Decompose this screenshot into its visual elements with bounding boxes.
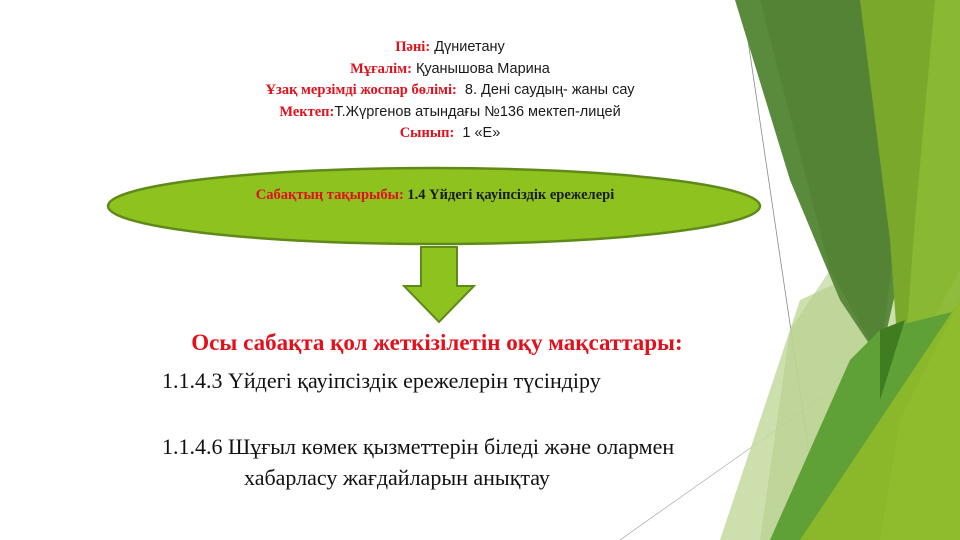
dark-wedge bbox=[880, 320, 905, 400]
lime-facet-bottom-2 bbox=[880, 300, 960, 540]
goal-item-2-line-1: 1.1.4.6 Шұғыл көмек қызметтерін біледі ж… bbox=[162, 434, 675, 459]
plan-value: 8. Дені саудың- жаны сау bbox=[456, 82, 635, 98]
teacher-value: Қуанышова Марина bbox=[411, 60, 550, 77]
subject-value: Дүниетану bbox=[430, 39, 505, 55]
plan-line: Ұзақ мерзімді жоспар бөлімі: 8. Дені сау… bbox=[150, 80, 750, 102]
school-label: Мектеп: bbox=[279, 103, 335, 120]
class-value: 1 «Е» bbox=[454, 125, 501, 141]
subject-label: Пәні: bbox=[395, 39, 431, 55]
subject-line: Пәні: Дүниетану bbox=[150, 37, 750, 59]
down-arrow-icon bbox=[402, 246, 476, 324]
dark-facet-2 bbox=[760, 0, 900, 360]
goal-item-2-line-2: хабарласу жағдайларын анықтау bbox=[244, 465, 550, 490]
school-value: Т.Жүргенов атындағы №136 мектеп-лицей bbox=[334, 103, 621, 120]
topic-ellipse bbox=[106, 166, 762, 246]
teacher-line: Мұғалім: Қуанышова Марина bbox=[150, 59, 750, 81]
topic-label: Сабақтың тақырыбы: bbox=[255, 187, 404, 203]
goal-item-1: 1.1.4.3 Үйдегі қауіпсіздік ережелерін тү… bbox=[162, 368, 601, 393]
school-line: Мектеп:Т.Жүргенов атындағы №136 мектеп-л… bbox=[150, 102, 750, 124]
teacher-label: Мұғалім: bbox=[350, 60, 412, 77]
lesson-info-header: Пәні: Дүниетану Мұғалім: Қуанышова Марин… bbox=[150, 37, 750, 145]
plan-label: Ұзақ мерзімді жоспар бөлімі: bbox=[265, 82, 457, 98]
class-line: Сынып: 1 «Е» bbox=[150, 123, 750, 145]
topic-text: Сабақтың тақырыбы: 1.4 Үйдегі қауіпсізді… bbox=[200, 185, 670, 206]
topic-value: 1.4 Үйдегі қауіпсіздік ережелері bbox=[403, 187, 615, 203]
class-label: Сынып: bbox=[399, 125, 455, 141]
goals-title: Осы сабақта қол жеткізілетін оқу мақсатт… bbox=[191, 330, 683, 355]
